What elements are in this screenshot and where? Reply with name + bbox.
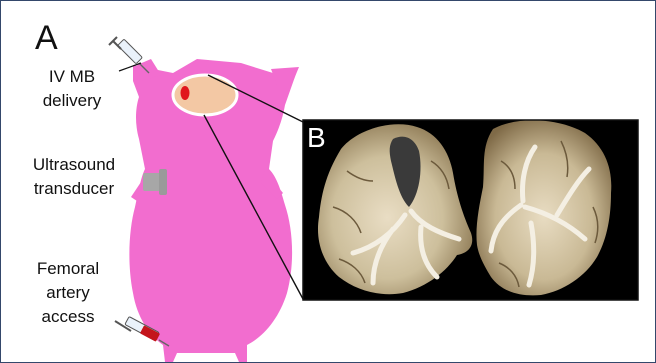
label-femoral-artery-access: Femoral artery access — [23, 257, 113, 329]
brain-photo — [303, 120, 638, 300]
label-iv-mb-delivery: IV MB delivery — [27, 65, 117, 113]
label-ultrasound-transducer: Ultrasound transducer — [15, 153, 133, 201]
label-femoral-line2: artery — [23, 281, 113, 305]
label-iv-mb-line2: delivery — [27, 89, 117, 113]
label-ultrasound-line1: Ultrasound — [15, 153, 133, 177]
panel-letter-a: A — [35, 21, 58, 55]
target-spot — [181, 86, 190, 100]
label-femoral-line3: access — [23, 305, 113, 329]
label-femoral-line1: Femoral — [23, 257, 113, 281]
label-ultrasound-line2: transducer — [15, 177, 133, 201]
label-iv-mb-line1: IV MB — [27, 65, 117, 89]
panel-letter-b: B — [307, 121, 326, 155]
